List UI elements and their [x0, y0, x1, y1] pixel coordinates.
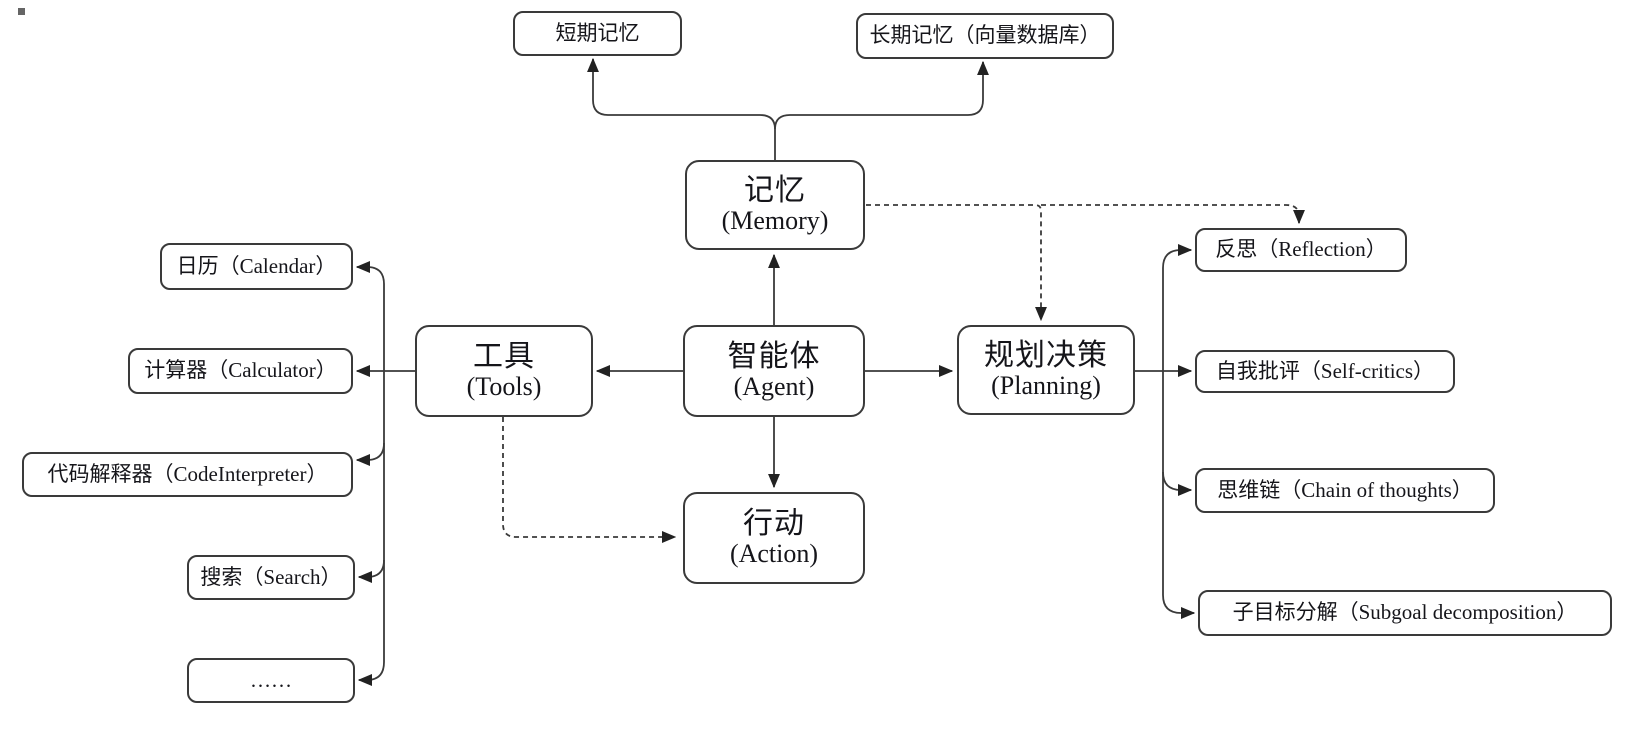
edge-planning-trunk — [1135, 268, 1164, 595]
edge-tools-code-interpreter — [355, 442, 385, 467]
node-subgoal-decomposition: 子目标分解（Subgoal decomposition） — [1198, 590, 1612, 636]
reflection-label: 反思（Reflection） — [1215, 237, 1387, 262]
node-action: 行动 (Action) — [683, 492, 865, 584]
planning-label-zh: 规划决策 — [984, 339, 1108, 373]
node-code-interpreter: 代码解释器（CodeInterpreter） — [22, 452, 353, 497]
edge-tools-calendar — [355, 260, 385, 285]
node-short-term-memory: 短期记忆 — [513, 11, 682, 56]
calendar-label: 日历（Calendar） — [176, 253, 337, 278]
edge-tools-action-dashed — [502, 417, 677, 544]
edge-planning-reflection — [1162, 243, 1193, 269]
node-long-term-memory: 长期记忆（向量数据库） — [856, 13, 1114, 59]
edge-tools-trunk — [383, 284, 415, 662]
edge-memory-short-term — [586, 57, 776, 160]
long-term-memory-label: 长期记忆（向量数据库） — [869, 23, 1101, 48]
edge-planning-chain-of-thoughts — [1162, 471, 1193, 497]
node-calculator: 计算器（Calculator） — [128, 348, 353, 394]
search-label: 搜索（Search） — [200, 564, 342, 589]
calculator-label: 计算器（Calculator） — [144, 358, 337, 383]
node-memory: 记忆 (Memory) — [685, 160, 865, 250]
agent-label-en: (Agent) — [733, 372, 815, 402]
scan-artifact-dot — [18, 8, 25, 15]
more-tools-label: …… — [250, 667, 292, 692]
memory-label-en: (Memory) — [721, 206, 829, 236]
tools-label-en: (Tools) — [466, 372, 542, 402]
node-planning: 规划决策 (Planning) — [957, 325, 1135, 415]
agent-label-zh: 智能体 — [727, 340, 821, 374]
node-reflection: 反思（Reflection） — [1195, 228, 1407, 272]
tools-label-zh: 工具 — [473, 340, 535, 374]
edge-memory-reflection-dashed — [1041, 204, 1306, 225]
short-term-memory-label: 短期记忆 — [555, 20, 640, 45]
memory-label-zh: 记忆 — [744, 174, 806, 208]
node-calendar: 日历（Calendar） — [160, 243, 353, 290]
subgoal-decomposition-label: 子目标分解（Subgoal decomposition） — [1232, 600, 1578, 625]
edge-memory-planning-dashed — [866, 204, 1048, 322]
node-tools: 工具 (Tools) — [415, 325, 593, 417]
edge-memory-long-term — [774, 60, 990, 130]
edge-tools-search — [357, 559, 385, 584]
self-critics-label: 自我批评（Self-critics） — [1215, 358, 1435, 383]
action-label-zh: 行动 — [743, 507, 805, 541]
edge-tools-more — [357, 661, 385, 687]
node-chain-of-thoughts: 思维链（Chain of thoughts） — [1195, 468, 1495, 513]
action-label-en: (Action) — [729, 539, 819, 569]
code-interpreter-label: 代码解释器（CodeInterpreter） — [47, 461, 328, 486]
node-agent: 智能体 (Agent) — [683, 325, 865, 417]
node-more-tools: …… — [187, 658, 355, 703]
node-self-critics: 自我批评（Self-critics） — [1195, 350, 1455, 393]
planning-label-en: (Planning) — [991, 371, 1101, 401]
chain-of-thoughts-label: 思维链（Chain of thoughts） — [1217, 477, 1473, 502]
node-search: 搜索（Search） — [187, 555, 355, 600]
edge-planning-subgoal — [1162, 594, 1196, 620]
